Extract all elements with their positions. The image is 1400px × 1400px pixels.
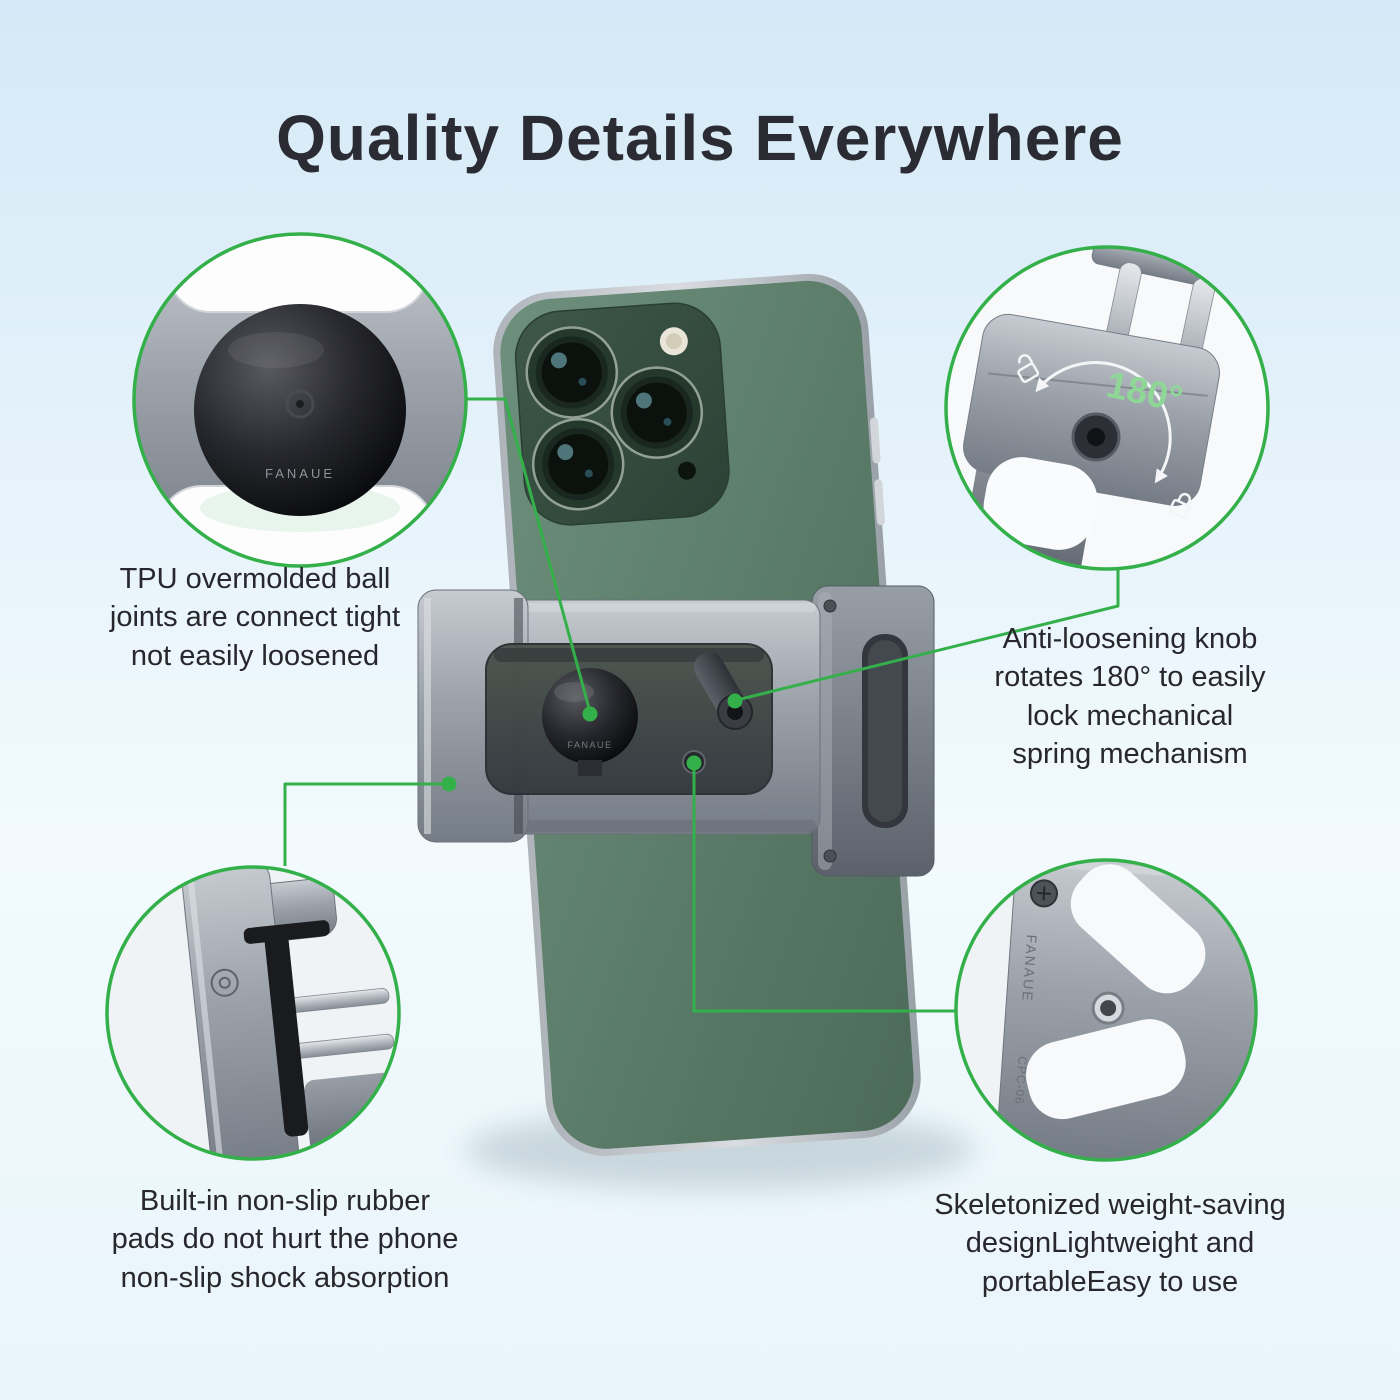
connector-ball-joint (465, 397, 592, 713)
caption-ball-joint: TPU overmolded ball joints are connect t… (109, 563, 401, 672)
connector-skeleton (692, 764, 955, 1013)
camera-lens-icon (525, 326, 619, 419)
ball-zoom-brand-etching: FANAUE (265, 466, 335, 481)
callout-circle-skeleton: FANAUE CPC-06 (954, 858, 1258, 1162)
dot-skeleton (686, 755, 702, 771)
dot-knob (727, 693, 743, 709)
screw-icon (823, 599, 837, 613)
weight-saving-cutout (1026, 1019, 1186, 1120)
clamp-cutout: FANAUE (485, 643, 773, 795)
weight-saving-cutout (1070, 864, 1206, 994)
camera-lens-icon (610, 366, 704, 459)
screw-icon (823, 849, 837, 863)
camera-flash-inner (665, 333, 682, 350)
camera-lens-icon (531, 417, 625, 511)
plate-model-etching: CPC-06 (1012, 1056, 1029, 1106)
skeleton-plate-zoom: FANAUE CPC-06 (997, 860, 1256, 1160)
callout-dots (441, 693, 743, 792)
caption-knob: Anti-loosening knob rotates 180° to easi… (994, 623, 1266, 770)
callout-circle-ball-joint: FANAUE (132, 232, 468, 568)
camera-sensor-icon (677, 461, 696, 480)
callout-circle-rubber-pads (105, 865, 401, 1161)
caption-skeleton: Skeletonized weight-saving designLightwe… (934, 1189, 1286, 1298)
phone-clamp: FANAUE (417, 585, 935, 877)
connector-knob (736, 569, 1120, 702)
ball-brand-etching: FANAUE (567, 740, 612, 750)
dot-rubber-pads (441, 776, 457, 792)
callout-connectors (283, 397, 1120, 1013)
connector-rubber-pads (283, 782, 449, 866)
camera-module (514, 302, 730, 526)
rotation-arc-icon (1035, 361, 1172, 484)
unlock-icon (1017, 354, 1040, 383)
dot-ball-joint (582, 706, 598, 722)
phone-button (869, 417, 881, 464)
ball-joint-zoom (194, 304, 406, 516)
clamp-right-jaw (811, 585, 935, 877)
phone-button (874, 479, 885, 526)
rubber-pad (264, 926, 309, 1137)
caption-rubber-pads: Built-in non-slip rubber pads do not hur… (111, 1185, 459, 1294)
logo-etching-icon (210, 968, 239, 997)
plate-brand-etching: FANAUE (1019, 934, 1040, 1003)
lock-icon (1168, 492, 1191, 519)
callout-circle-knob: 180° (944, 245, 1270, 571)
page-title: Quality Details Everywhere (276, 101, 1124, 174)
